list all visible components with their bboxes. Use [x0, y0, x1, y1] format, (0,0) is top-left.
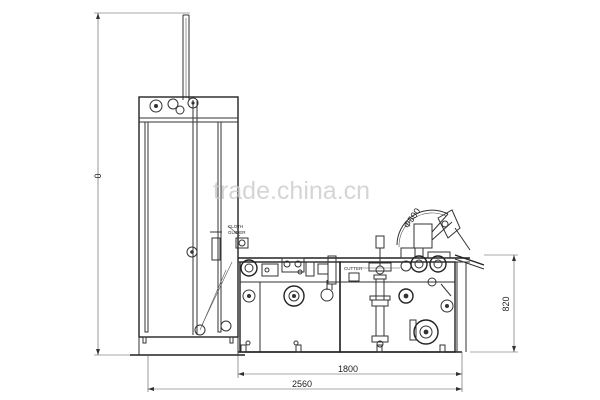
width-main-label: 1800	[338, 364, 358, 374]
width-dimensions: 1800 2560	[147, 352, 463, 392]
diameter-label: Φ500	[401, 206, 422, 230]
svg-text:GUIDER: GUIDER	[228, 230, 246, 235]
cloth-guider: CLOTH GUIDER	[227, 224, 249, 249]
main-machine-body: CUTTER	[238, 235, 485, 353]
winding-drum: Φ500	[396, 206, 471, 258]
height-dimension-label: 0	[93, 173, 103, 178]
watermark: trade.china.cn	[213, 177, 370, 205]
side-height-dimension: 820	[470, 254, 518, 353]
side-height-label: 820	[501, 296, 511, 311]
height-dimension: 0	[93, 12, 190, 356]
unwind-tower	[130, 14, 245, 356]
width-total-label: 2560	[292, 379, 312, 389]
svg-text:CLOTH: CLOTH	[228, 224, 243, 229]
svg-text:CUTTER: CUTTER	[344, 266, 363, 271]
